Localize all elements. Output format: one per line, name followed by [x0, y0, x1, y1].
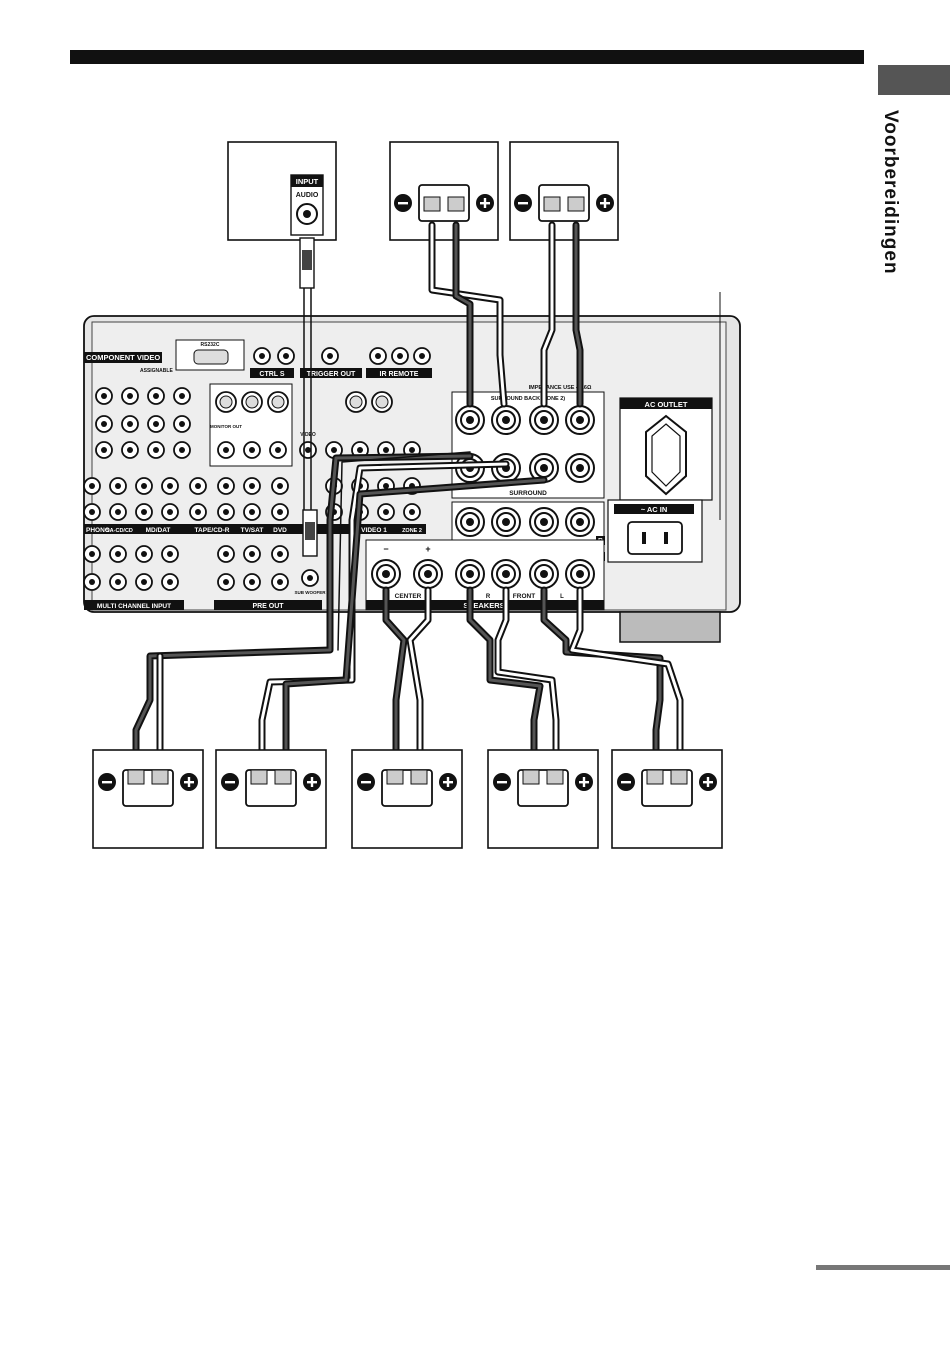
center-label: CENTER [395, 593, 422, 600]
section-tab-label: Voorbereidingen [880, 110, 901, 275]
video1-label: VIDEO 1 [361, 527, 387, 534]
subwoofer-cable [299, 237, 318, 557]
section-tab-marker [878, 65, 950, 95]
ir-remote-label: IR REMOTE [380, 371, 419, 378]
front-label: FRONT [513, 593, 535, 600]
subwoofer-audio-label: AUDIO [296, 192, 319, 199]
surround-back-left-speaker [509, 141, 619, 241]
tv-sat-label: TV/SAT [241, 527, 264, 534]
impedance-label: IMPEDANCE USE 4-16Ω [529, 385, 592, 391]
multi-channel-input-label: MULTI CHANNEL INPUT [97, 603, 171, 610]
component-video-label: COMPONENT VIDEO [86, 353, 160, 362]
surround-right-speaker [215, 749, 327, 849]
sacd-label: SA-CD/CD [106, 528, 133, 534]
surround-label: SURROUND [509, 490, 547, 497]
continue-rule [816, 1265, 950, 1270]
subwoofer-input-label: INPUT [296, 177, 319, 186]
front-left-speaker [611, 749, 723, 849]
speaker-wires [132, 221, 684, 764]
front-r-label: R [486, 594, 491, 600]
center-plus-label: + [425, 544, 430, 554]
surround-back-label: SURROUND BACK (ZONE 2) [491, 396, 565, 402]
ac-outlet-label: AC OUTLET [645, 400, 688, 409]
zone2-label: ZONE 2 [402, 528, 422, 534]
center-speaker [351, 749, 463, 849]
monitor-out-label: MONITOR OUT [210, 424, 242, 429]
phono-label: PHONO [86, 527, 110, 534]
subwoofer-box: INPUT AUDIO [227, 141, 337, 241]
center-minus-label: − [383, 544, 388, 554]
front-right-speaker [487, 749, 599, 849]
trigger-out-label: TRIGGER OUT [307, 371, 356, 378]
surround-back-right-speaker [389, 141, 499, 241]
ctrl-s-label: CTRL S [259, 371, 284, 378]
pre-out-label: PRE OUT [252, 603, 284, 610]
front-l-label: L [560, 594, 564, 600]
speakers-label: SPEAKERS [463, 601, 504, 610]
video-label: VIDEO [300, 432, 316, 438]
rs232c-label: RS232C [201, 342, 220, 348]
sub-woofer-label: SUB WOOFER [295, 590, 327, 595]
assignable-label: ASSIGNABLE [140, 368, 173, 374]
ac-in-label: ~ AC IN [641, 505, 668, 514]
top-rule [70, 50, 864, 64]
tape-label: TAPE/CD-R [195, 527, 230, 534]
surround-left-speaker [92, 749, 204, 849]
dvd-label: DVD [273, 527, 287, 534]
md-dat-label: MD/DAT [146, 527, 171, 534]
